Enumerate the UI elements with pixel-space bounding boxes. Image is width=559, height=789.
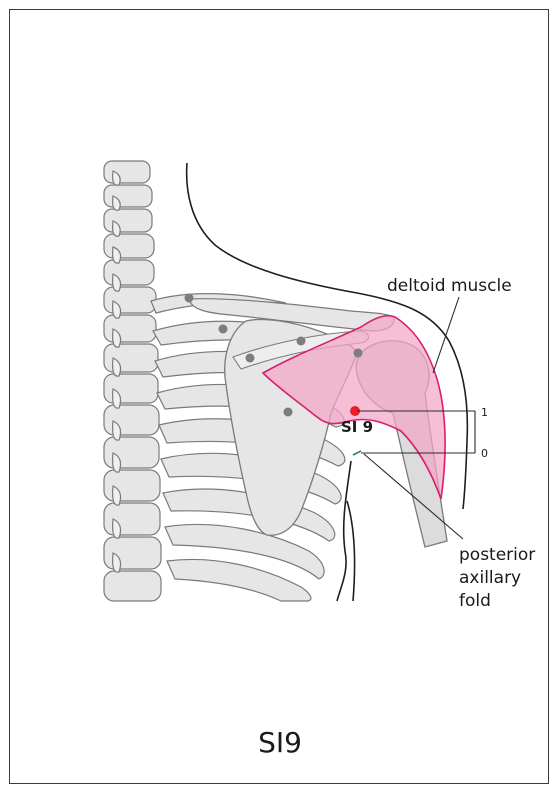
point-title: SI9 <box>10 726 550 759</box>
marker <box>354 349 363 358</box>
rib <box>167 559 311 601</box>
deltoid-leader-line <box>433 297 459 373</box>
point-label: SI 9 <box>341 418 373 436</box>
illustration-card: SI 9 1 0 deltoid muscle posterior axilla… <box>9 9 549 784</box>
marker <box>185 294 194 303</box>
deltoid-label: deltoid muscle <box>387 276 512 296</box>
marker <box>284 408 293 417</box>
scale-bottom-label: 0 <box>481 447 488 460</box>
fold-label-line3: fold <box>459 591 491 611</box>
marker <box>246 354 255 363</box>
vertebral-column <box>104 161 161 601</box>
marker <box>219 325 228 334</box>
fold-label-line1: posterior <box>459 545 535 565</box>
axillary-contour <box>337 461 351 601</box>
fold-label-line2: axillary <box>459 568 521 588</box>
shoulder-anatomy-diagram: SI 9 1 0 deltoid muscle posterior axilla… <box>10 10 550 785</box>
arm-contour <box>347 501 355 601</box>
fold-marker-line <box>353 451 361 455</box>
marker <box>297 337 306 346</box>
scale-top-label: 1 <box>481 406 488 419</box>
